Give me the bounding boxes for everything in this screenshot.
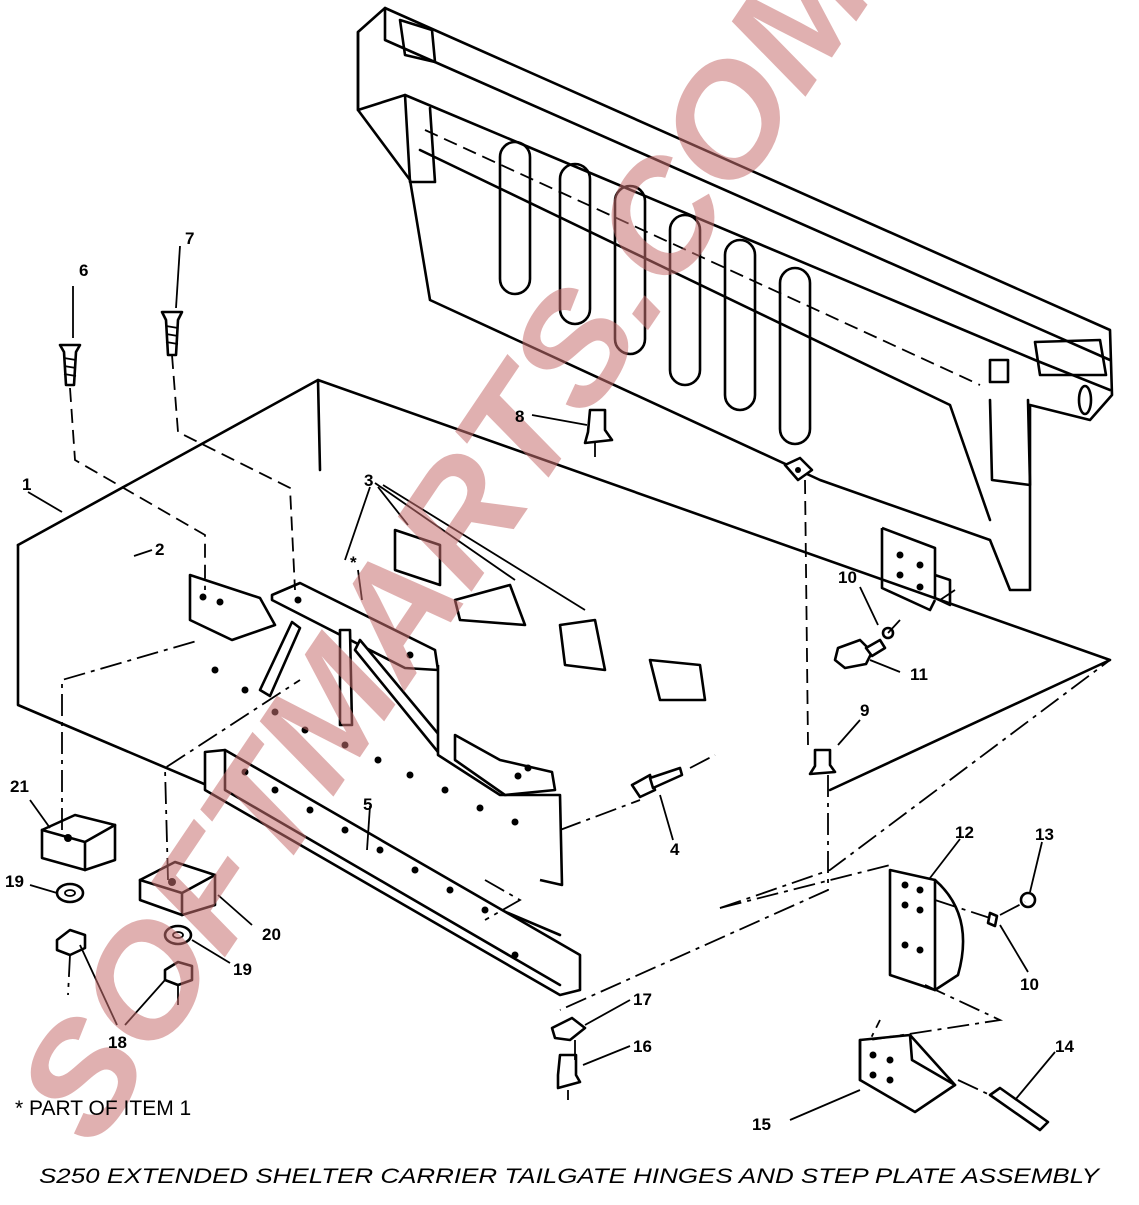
hinge-bar	[203, 748, 582, 997]
hinge-12	[888, 868, 999, 992]
rivet-4	[630, 766, 684, 799]
callout-10-upper: 10	[838, 568, 857, 587]
callout-1: 1	[22, 475, 31, 494]
callout-20: 20	[262, 925, 281, 944]
callout-7: 7	[185, 229, 194, 248]
callout-4: 4	[670, 840, 680, 859]
callout-3: 3	[364, 471, 373, 490]
callout-16: 16	[633, 1037, 652, 1056]
panel-holes	[211, 666, 519, 826]
step-bracket	[188, 528, 707, 887]
callout-15: 15	[752, 1115, 771, 1134]
callout-18: 18	[108, 1033, 127, 1052]
assembly-lines	[61, 354, 1111, 1100]
diagram-caption: S250 EXTENDED SHELTER CARRIER TAILGATE H…	[39, 1165, 1101, 1188]
callout-14: 14	[1055, 1037, 1074, 1056]
callout-8: 8	[515, 407, 524, 426]
callout-17: 17	[633, 990, 652, 1009]
bolt-9	[808, 748, 837, 776]
pin-11	[833, 638, 887, 670]
callout-numbers: 1 2 3 * 4 5 6 7 8 9 10 11 12 13 10 14 15…	[5, 229, 1074, 1134]
callout-leaders	[27, 245, 1056, 1121]
footnote: * PART OF ITEM 1	[15, 1097, 191, 1120]
callout-12: 12	[955, 823, 974, 842]
callout-5: 5	[363, 795, 372, 814]
washer-13	[1019, 891, 1037, 909]
tailgate	[356, 6, 1114, 612]
callout-9: 9	[860, 701, 869, 720]
callout-11: 11	[910, 665, 928, 684]
tailgate-ribs	[498, 140, 812, 446]
callout-asterisk: *	[350, 553, 357, 572]
hinge-15	[858, 1033, 957, 1114]
callout-10-lower: 10	[1020, 975, 1039, 994]
pin-14	[988, 1086, 1050, 1132]
screw-7	[160, 310, 184, 357]
callout-2: 2	[155, 540, 164, 559]
block-20	[138, 860, 217, 917]
callout-19-left: 19	[5, 872, 24, 891]
callout-13: 13	[1035, 825, 1054, 844]
callout-21: 21	[10, 777, 29, 796]
bolt-16	[556, 1053, 582, 1090]
tailgate-hinge-upper	[880, 526, 952, 612]
callout-19-right: 19	[233, 960, 252, 979]
washer-17	[550, 1016, 587, 1042]
block-21	[40, 813, 117, 872]
washers-19-18	[55, 882, 194, 987]
callout-6: 6	[79, 261, 88, 280]
bolt-8	[583, 408, 614, 445]
screw-6	[58, 343, 82, 387]
